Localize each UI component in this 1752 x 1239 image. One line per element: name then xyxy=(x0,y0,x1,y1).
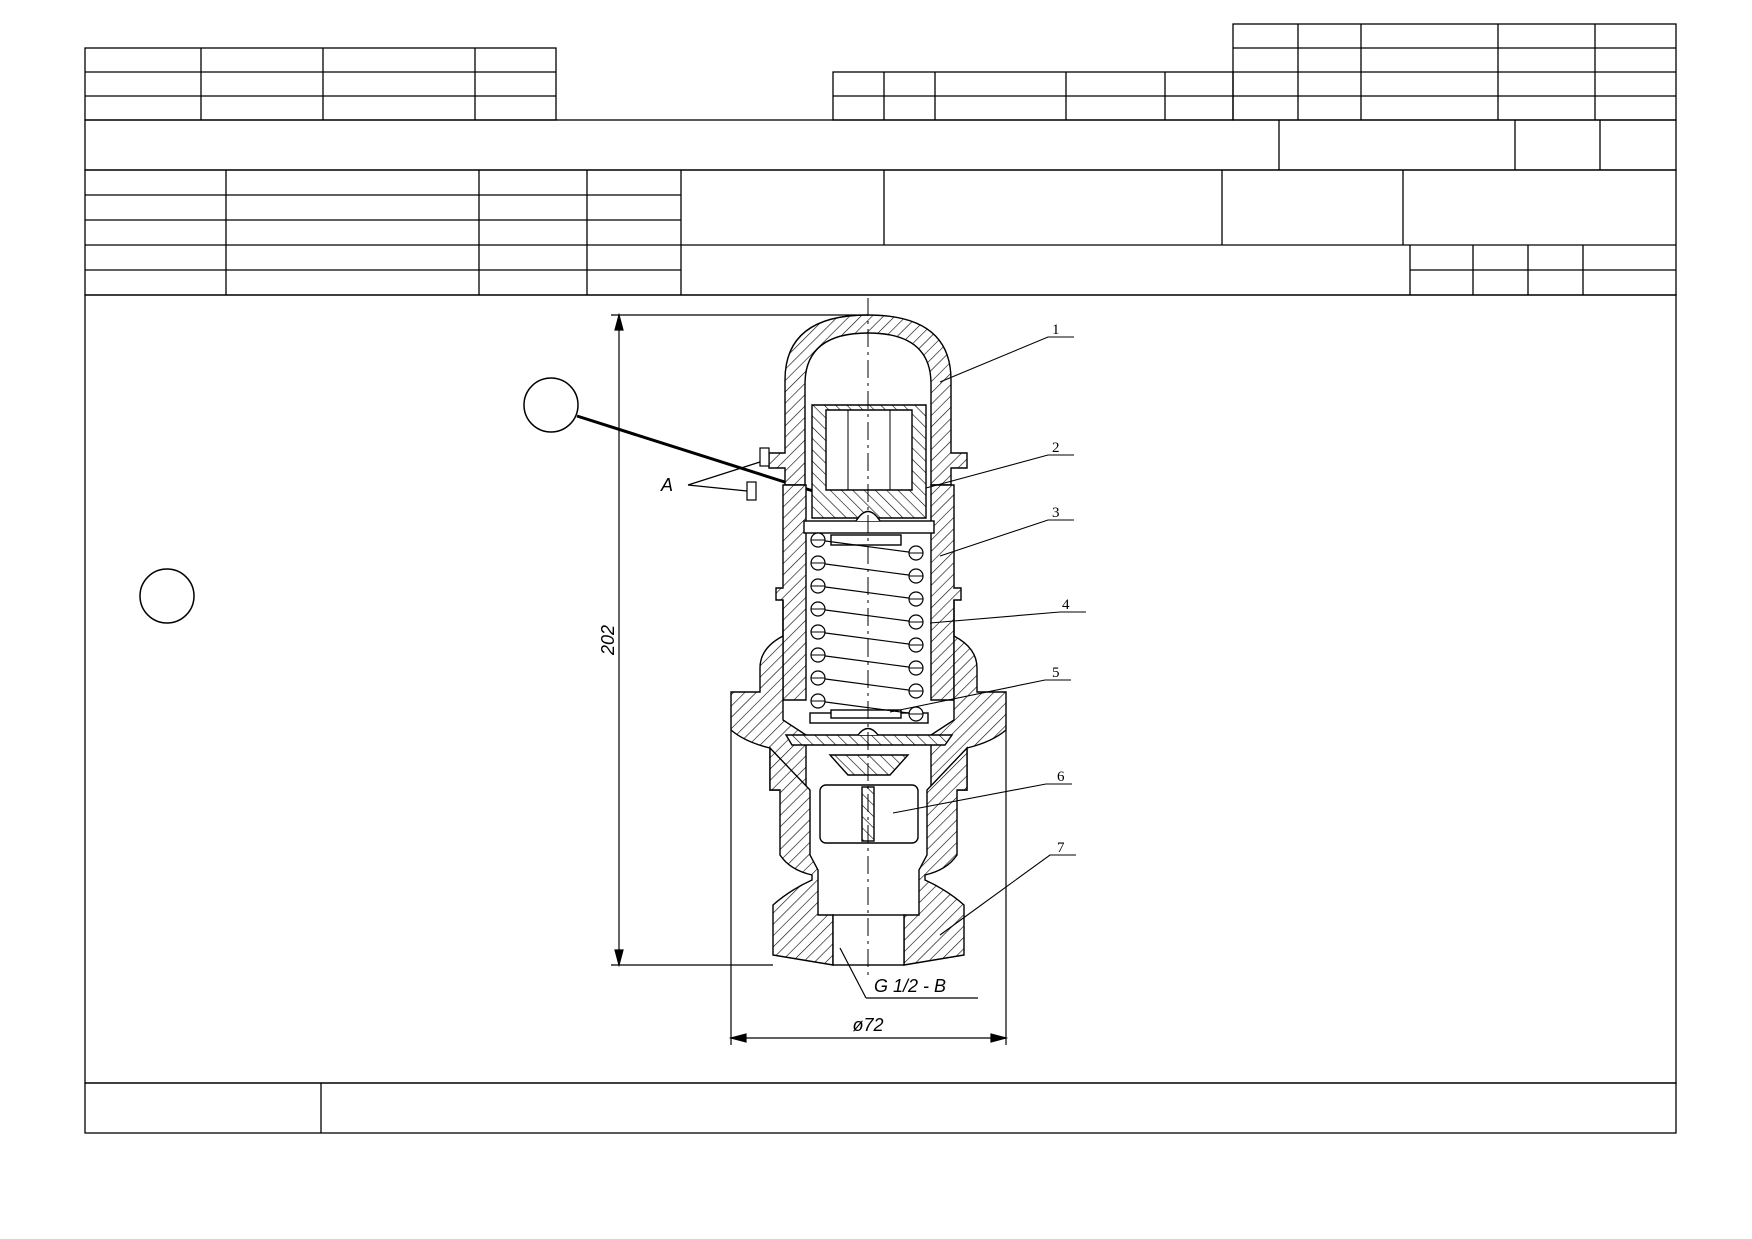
callout-1: 1 xyxy=(1052,322,1060,338)
thread-leader xyxy=(839,947,978,999)
thread-label: G 1/2 - B xyxy=(874,976,946,996)
valve-body xyxy=(769,746,834,966)
height-dimension-label: 202 xyxy=(598,625,618,656)
callout-labels: 1 2 3 4 5 6 7 xyxy=(1052,322,1070,856)
top-right-table xyxy=(832,23,1677,121)
callout-5: 5 xyxy=(1052,665,1060,681)
spring xyxy=(810,532,924,722)
upper-spring-plate xyxy=(803,520,935,534)
callout-2: 2 xyxy=(1052,440,1060,456)
reference-circle-left xyxy=(139,568,195,624)
callout-4: 4 xyxy=(1062,597,1070,613)
lower-disc xyxy=(784,734,954,746)
callout-leaders xyxy=(889,336,1086,936)
top-left-table xyxy=(84,47,557,121)
adjusting-screw xyxy=(811,404,927,519)
section-label-a: A xyxy=(660,475,673,495)
section-marker-a xyxy=(687,447,770,501)
valve-section xyxy=(730,298,1007,975)
height-dimension xyxy=(611,312,868,968)
diameter-dimension-label: ø72 xyxy=(852,1015,883,1035)
callout-7: 7 xyxy=(1057,840,1065,856)
callout-6: 6 xyxy=(1057,769,1065,785)
reference-circle-top xyxy=(523,377,579,433)
callout-3: 3 xyxy=(1052,505,1060,521)
title-block xyxy=(84,23,1677,1134)
